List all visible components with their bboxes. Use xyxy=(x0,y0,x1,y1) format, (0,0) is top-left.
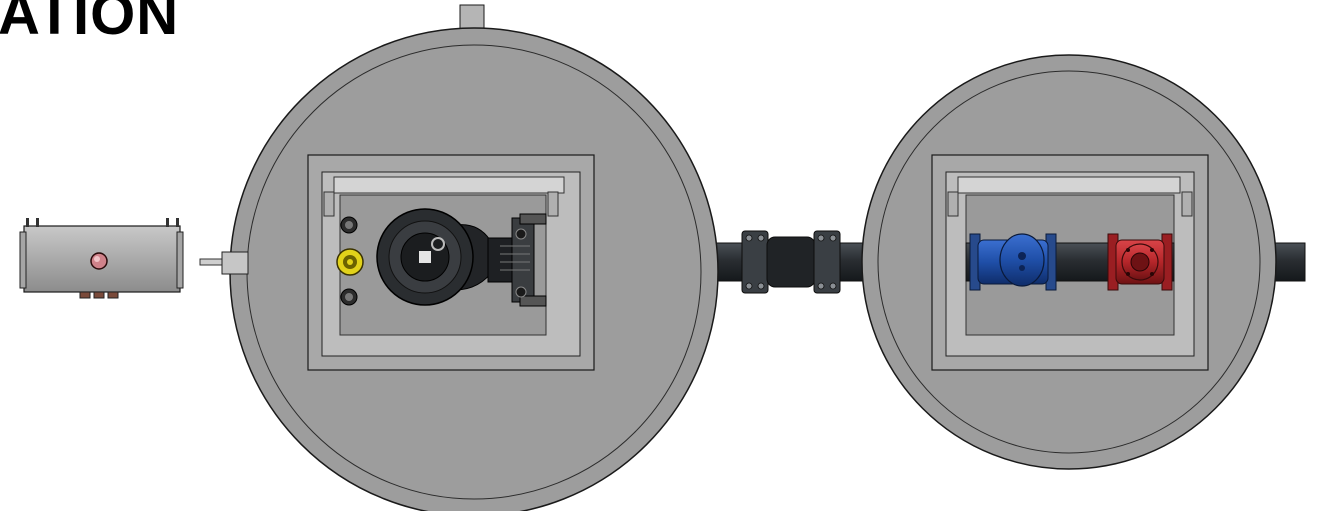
flexible-coupling xyxy=(741,230,841,294)
check-valve xyxy=(969,233,1057,291)
control-panel xyxy=(19,218,249,299)
drawing-title: ATION xyxy=(0,0,180,47)
float-switches xyxy=(336,216,364,306)
valve-chamber xyxy=(861,54,1277,470)
gate-valve xyxy=(1107,233,1173,291)
submersible-pump xyxy=(376,208,547,307)
